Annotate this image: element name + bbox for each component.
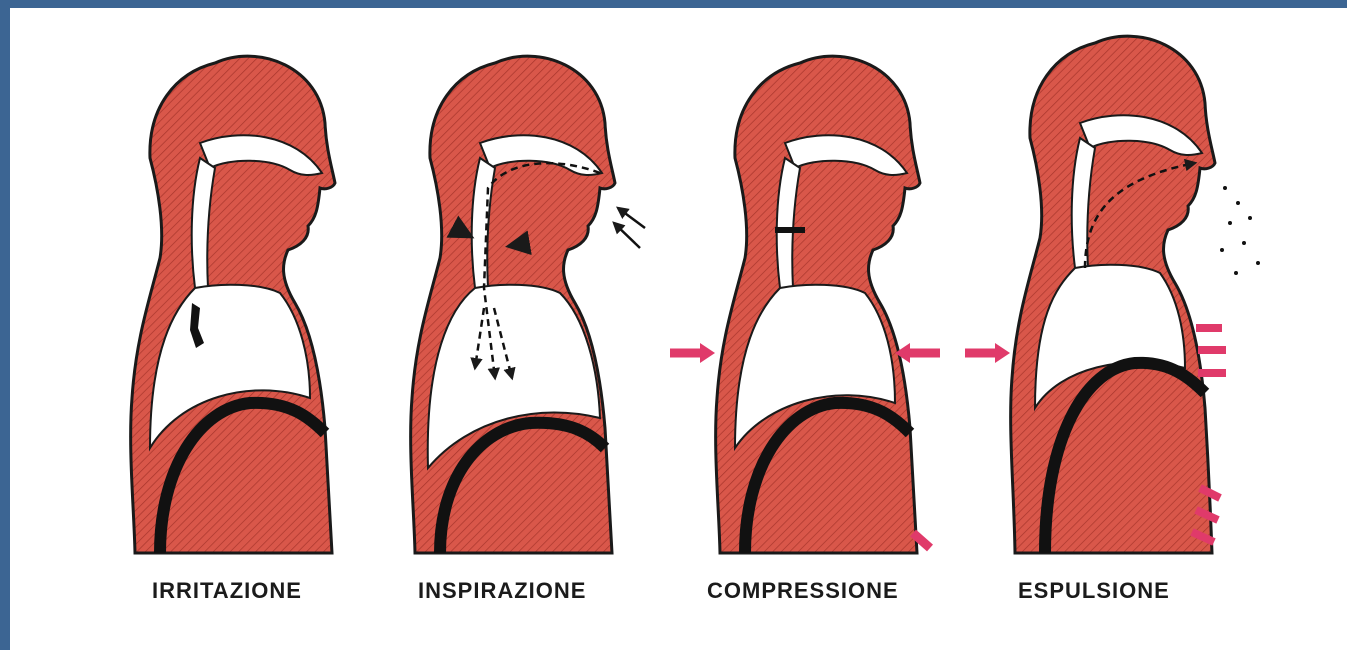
body-section-diagram	[960, 8, 1260, 568]
body-section-diagram	[400, 8, 660, 568]
droplet	[1234, 271, 1238, 275]
inflow-arrow	[618, 208, 645, 228]
body-section-diagram	[120, 8, 350, 568]
figure-frame: IRRITAZIONE INSPIRAZIONE COMPRESSIONE ES…	[10, 8, 1347, 650]
droplet	[1242, 241, 1246, 245]
compression-arrow-head	[700, 343, 715, 363]
body-section-diagram	[665, 8, 955, 568]
caption-inspirazione: INSPIRAZIONE	[418, 578, 586, 604]
compression-arrow-head	[995, 343, 1010, 363]
droplet	[1228, 221, 1232, 225]
caption-compressione: COMPRESSIONE	[707, 578, 899, 604]
panel-inspirazione	[400, 8, 660, 568]
caption-irritazione: IRRITAZIONE	[152, 578, 302, 604]
droplet	[1220, 248, 1224, 252]
droplet	[1236, 201, 1240, 205]
inflow-arrow	[614, 223, 640, 248]
panel-espulsione	[960, 8, 1260, 568]
caption-espulsione: ESPULSIONE	[1018, 578, 1170, 604]
open-glottis-arrow	[510, 243, 528, 246]
panel-irritazione	[120, 8, 350, 568]
droplet	[1248, 216, 1252, 220]
droplet	[1256, 261, 1260, 265]
panel-compressione	[665, 8, 955, 568]
droplet	[1223, 186, 1227, 190]
